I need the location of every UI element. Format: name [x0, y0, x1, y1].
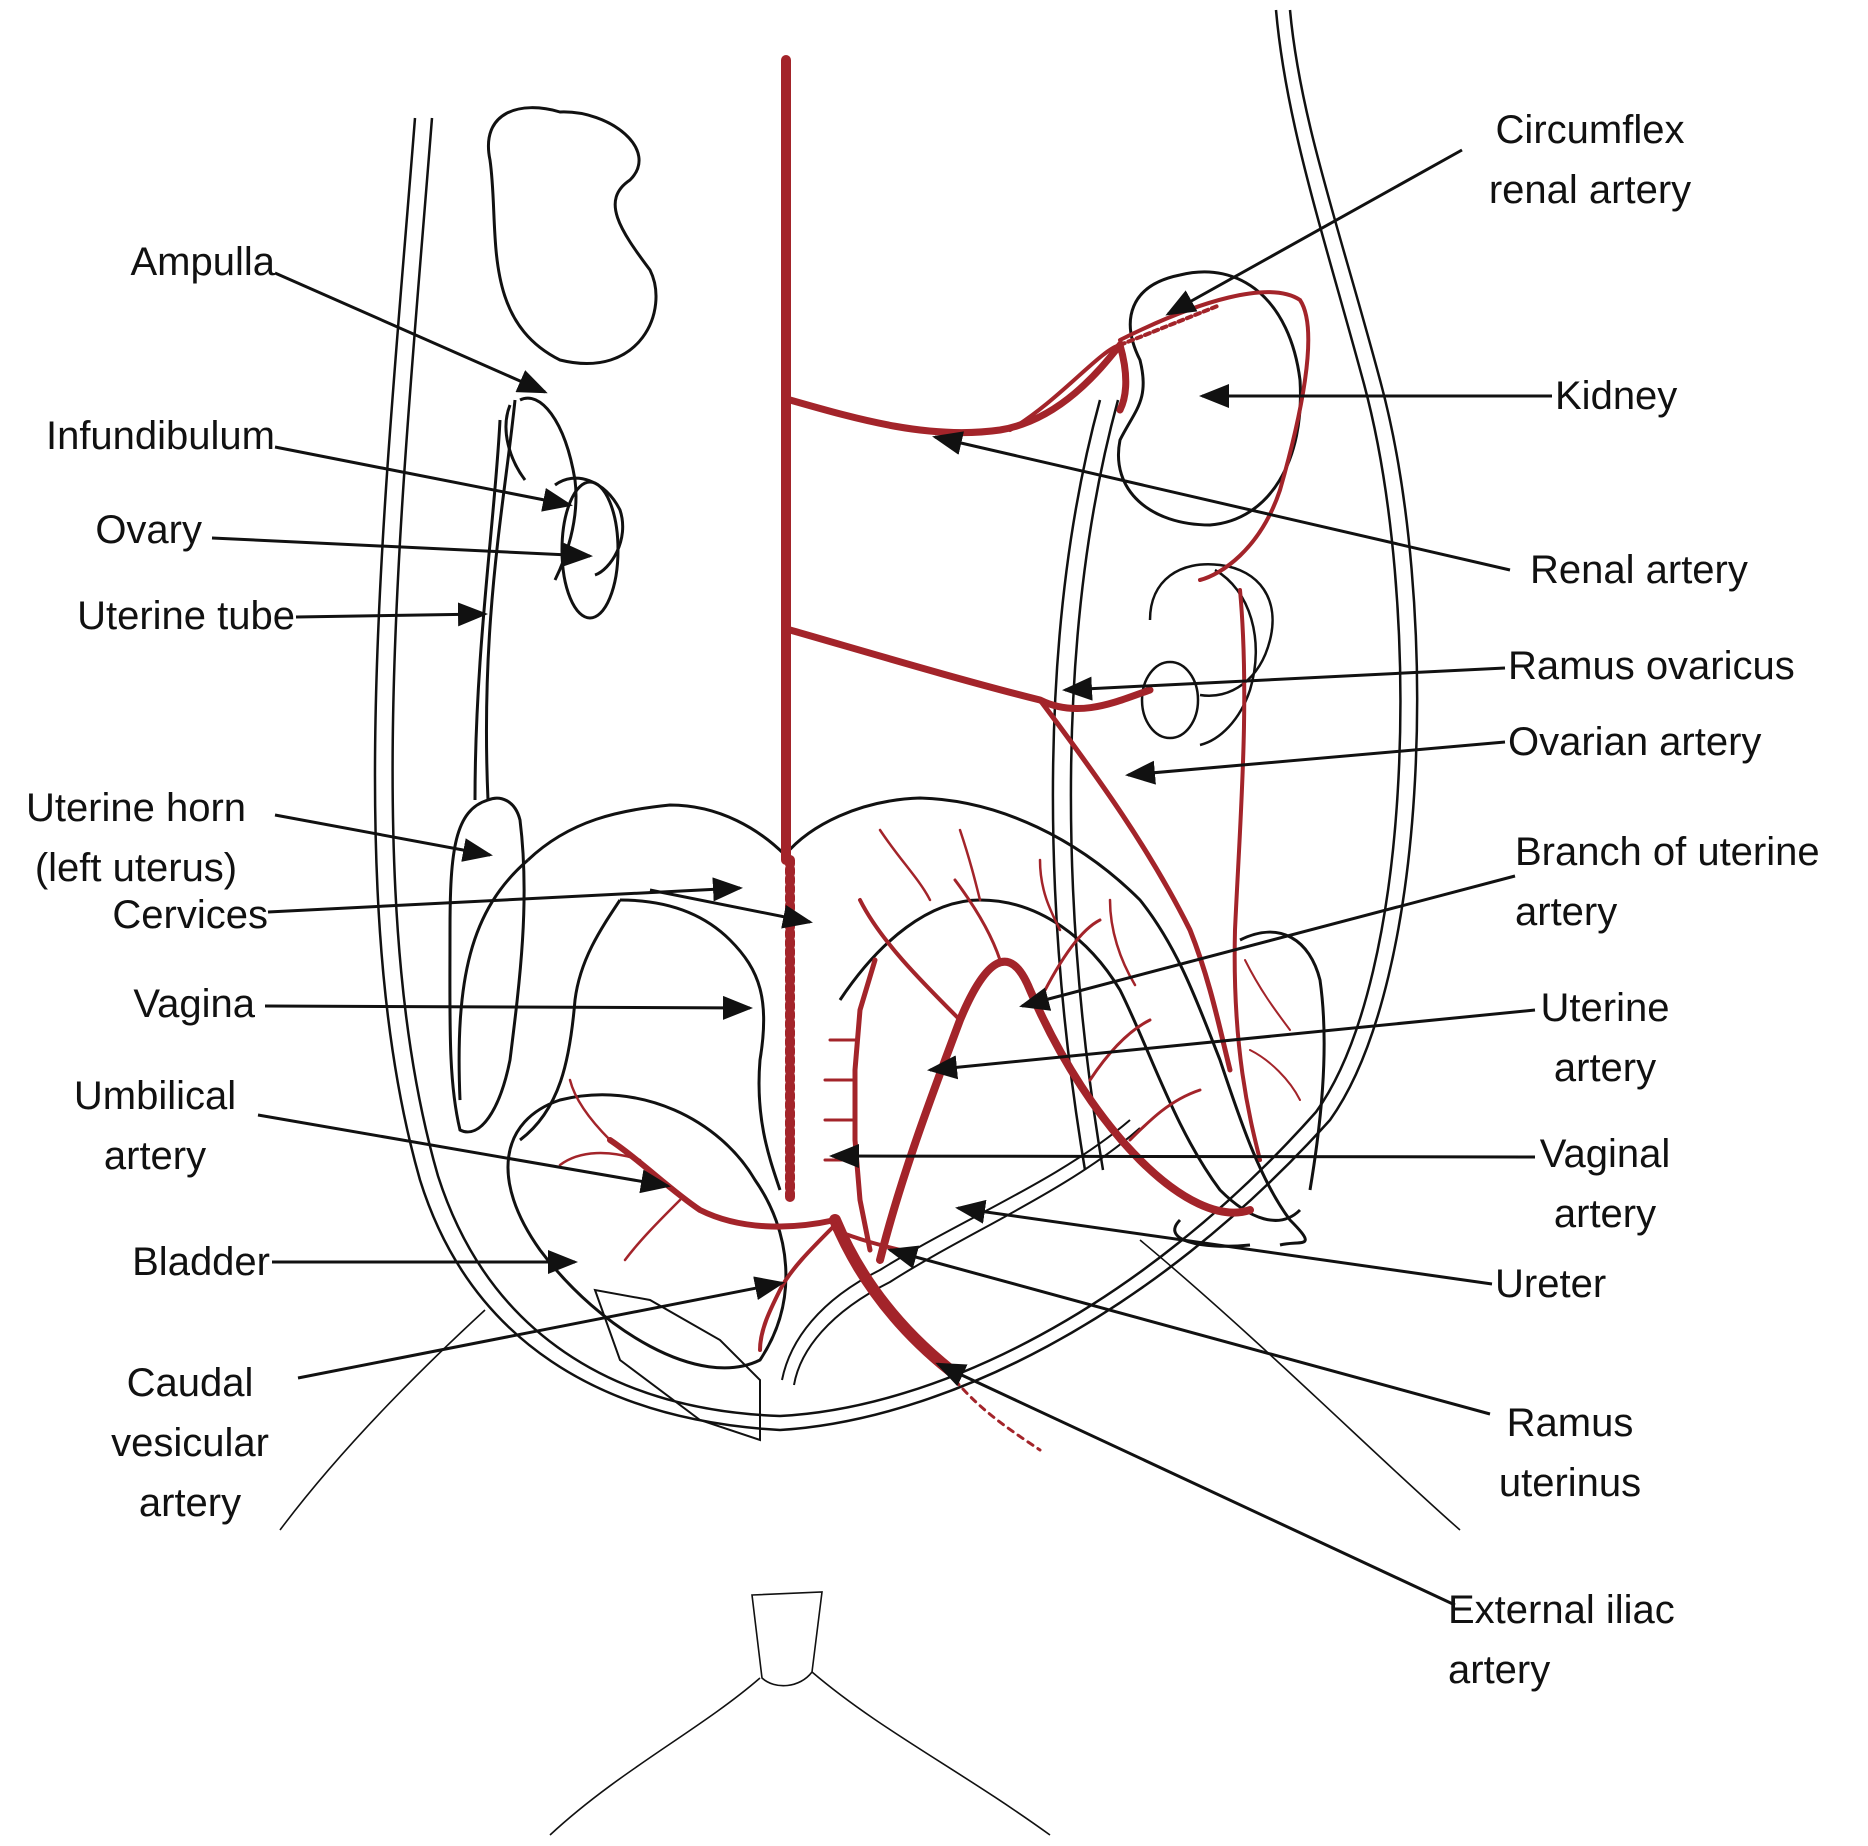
- label-circumflex-renal-artery: Circumflex renal artery: [1460, 100, 1720, 220]
- leader-ovary: [211, 536, 593, 567]
- external-iliac-vessel: [829, 1214, 956, 1376]
- ovarian-artery-vessel: [786, 626, 1154, 713]
- label-ramus-ovaricus-text: Ramus ovaricus: [1508, 644, 1795, 688]
- label-kidney: Kidney: [1555, 366, 1677, 426]
- label-cervices-text: Cervices: [112, 893, 268, 937]
- label-vagina: Vagina: [80, 974, 255, 1034]
- label-ramus-uterinus: Ramus uterinus: [1485, 1393, 1655, 1513]
- label-bladder-text: Bladder: [132, 1240, 270, 1284]
- label-uterine-horn: Uterine horn (left uterus): [0, 778, 272, 898]
- leader-ramus-uterinus: [887, 1245, 1491, 1416]
- label-branch-line1: Branch of uterine: [1515, 830, 1820, 874]
- leader-renal-artery: [932, 431, 1511, 572]
- label-uterine-tube: Uterine tube: [10, 586, 295, 646]
- label-ovary-text: Ovary: [95, 508, 202, 552]
- umbilical-artery-vessel: [607, 1137, 838, 1230]
- label-uterine-horn-line1: Uterine horn: [25, 786, 247, 830]
- leader-cervices: [267, 877, 743, 914]
- label-umbilical-line2: artery: [103, 1134, 207, 1178]
- label-circumflex-line2: renal artery: [1488, 168, 1692, 212]
- label-cervices: Cervices: [60, 885, 268, 945]
- right-ovary-region: [1140, 563, 1274, 747]
- label-infundibulum-text: Infundibulum: [45, 414, 275, 458]
- label-vaginal-artery-line2: artery: [1553, 1192, 1657, 1236]
- renal-artery-vessel: [786, 337, 1130, 437]
- label-caudal-line3: artery: [138, 1481, 242, 1525]
- leader-uterine-horn: [274, 813, 493, 862]
- leader-external-iliac: [935, 1362, 1456, 1607]
- uterine-artery-vessel: [876, 957, 1254, 1264]
- label-ovary: Ovary: [50, 500, 202, 560]
- label-uterine-artery-line1: Uterine: [1540, 986, 1670, 1030]
- bladder-neck: [593, 1288, 761, 1442]
- label-infundibulum: Infundibulum: [0, 406, 275, 466]
- leader-ovarian-artery: [1125, 740, 1506, 785]
- label-kidney-text: Kidney: [1555, 374, 1678, 418]
- bladder-outline: [506, 1093, 788, 1370]
- label-external-iliac-line2: artery: [1448, 1648, 1551, 1692]
- label-external-iliac-artery: External iliac artery: [1448, 1580, 1675, 1700]
- label-ramus-uterinus-line1: Ramus: [1506, 1401, 1634, 1445]
- label-vaginal-artery-line1: Vaginal: [1539, 1132, 1671, 1176]
- pelvic-lines: [279, 1239, 1461, 1531]
- tail-outline: [549, 1591, 1051, 1836]
- caudal-vesicular-vessel: [758, 1223, 837, 1352]
- label-ovarian-artery: Ovarian artery: [1508, 712, 1761, 772]
- label-uterine-artery-line2: artery: [1553, 1046, 1657, 1090]
- label-caudal-vesicular-artery: Caudal vesicular artery: [85, 1353, 295, 1533]
- left-uterine-horn: [448, 796, 526, 1134]
- label-uterine-horn-line2: (left uterus): [34, 846, 238, 890]
- label-umbilical-line1: Umbilical: [73, 1074, 237, 1118]
- label-renal-artery: Renal artery: [1530, 540, 1748, 600]
- label-external-iliac-line1: External iliac: [1448, 1588, 1675, 1632]
- leader-circumflex-renal: [1165, 148, 1463, 316]
- label-uterine-tube-text: Uterine tube: [77, 594, 295, 638]
- label-uterine-artery: Uterine artery: [1530, 978, 1680, 1098]
- label-vaginal-artery: Vaginal artery: [1530, 1124, 1680, 1244]
- label-ureter: Ureter: [1495, 1254, 1606, 1314]
- label-ampulla-text: Ampulla: [130, 240, 275, 284]
- label-ureter-text: Ureter: [1495, 1262, 1607, 1306]
- leader-vagina: [264, 995, 753, 1020]
- leader-ramus-ovaricus: [1062, 666, 1506, 701]
- label-branch-of-uterine-artery: Branch of uterine artery: [1515, 822, 1820, 942]
- leader-lines: [211, 148, 1552, 1607]
- label-bladder: Bladder: [80, 1232, 270, 1292]
- left-kidney: [487, 106, 658, 365]
- vaginal-artery-vessel: [852, 957, 878, 1253]
- leader-uterine-artery: [927, 1008, 1536, 1080]
- label-caudal-line2: vesicular: [111, 1421, 269, 1465]
- leader-infundibulum: [274, 445, 573, 512]
- right-kidney: [1117, 270, 1302, 527]
- label-umbilical-artery: Umbilical artery: [55, 1066, 255, 1186]
- label-caudal-line1: Caudal: [126, 1361, 254, 1405]
- arterial-tree: [558, 55, 1311, 1452]
- leader-umbilical: [257, 1113, 671, 1194]
- leader-ampulla: [274, 271, 548, 394]
- label-renal-artery-text: Renal artery: [1530, 548, 1748, 592]
- label-vagina-text: Vagina: [133, 982, 255, 1026]
- leader-branch-uterine: [1019, 874, 1516, 1011]
- leader-uterine-tube: [295, 602, 488, 627]
- label-ampulla: Ampulla: [80, 232, 275, 292]
- leader-caudal-vesicular: [297, 1276, 785, 1380]
- uterus-outline: [457, 796, 1326, 1248]
- leader-vaginal-artery: [829, 1144, 1536, 1169]
- label-ramus-uterinus-line2: uterinus: [1498, 1461, 1642, 1505]
- label-branch-line2: artery: [1515, 890, 1618, 934]
- leader-ureter: [955, 1199, 1493, 1286]
- left-uterine-tube: [473, 396, 625, 801]
- circumflex-renal-vessel: [1118, 290, 1311, 582]
- label-ramus-ovaricus: Ramus ovaricus: [1508, 636, 1795, 696]
- label-circumflex-line1: Circumflex: [1495, 108, 1685, 152]
- label-ovarian-artery-text: Ovarian artery: [1508, 720, 1762, 764]
